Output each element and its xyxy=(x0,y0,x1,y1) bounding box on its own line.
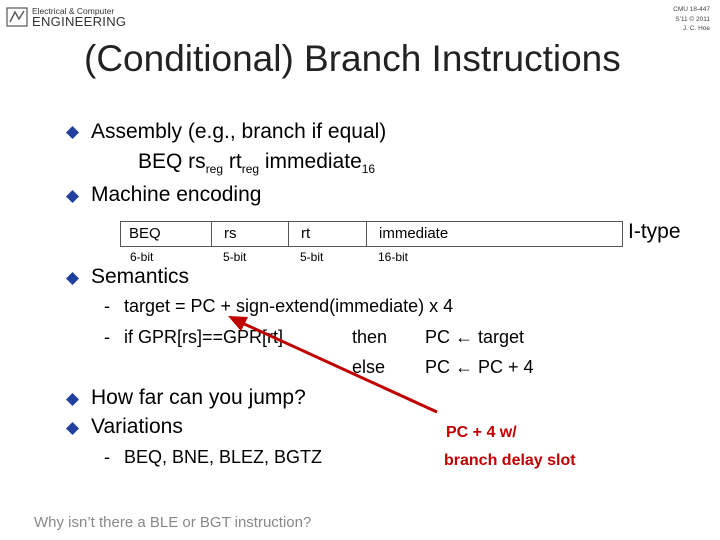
field-rs: rs xyxy=(224,225,237,242)
footer-question: Why isn’t there a BLE or BGT instruction… xyxy=(34,514,312,531)
bullet-diamond-icon xyxy=(66,190,79,203)
delay-slot-note-line1: PC + 4 w/ xyxy=(446,424,517,441)
field-divider xyxy=(288,222,289,246)
logo-mark-icon xyxy=(6,7,28,27)
semantics-then-action: PC ← target xyxy=(425,327,525,347)
course-number: CMU 18-447 xyxy=(673,6,710,13)
bullet-diamond-icon xyxy=(66,272,79,285)
field-opcode: BEQ xyxy=(129,225,161,242)
field-divider xyxy=(211,222,212,246)
asm-rt: rt xyxy=(223,150,242,173)
asm-rs-sub: reg xyxy=(205,162,224,177)
field-immediate: immediate xyxy=(379,225,449,242)
course-term: S'11 © 2011 xyxy=(675,15,710,23)
asm-imm: immediate xyxy=(259,150,362,173)
instruction-format-box: BEQ rs rt immediate xyxy=(120,221,623,247)
bullet-diamond-icon xyxy=(66,126,79,139)
assembly-syntax: BEQ rsreg rtreg immediate16 xyxy=(138,150,375,176)
asm-imm-sub: 16 xyxy=(361,162,376,177)
field-rt-width: 5-bit xyxy=(300,250,324,264)
asm-rt-sub: reg xyxy=(241,162,260,177)
semantics-target: target = PC + sign-extend(immediate) x 4 xyxy=(124,296,454,316)
asm-op: BEQ rs xyxy=(138,150,206,173)
bullet-diamond-icon xyxy=(66,393,79,406)
sub-dash: - xyxy=(104,447,110,467)
logo-line2: ENGINEERING xyxy=(32,14,127,29)
logo-line1: Electrical & Computer xyxy=(32,6,115,16)
bullet-encoding: Machine encoding xyxy=(91,183,262,206)
bullet-semantics: Semantics xyxy=(91,265,190,288)
semantics-else-action: PC ← PC + 4 xyxy=(425,357,534,377)
delay-slot-note-line2: branch delay slot xyxy=(444,452,576,469)
field-rt: rt xyxy=(301,225,311,242)
semantics-else: else xyxy=(352,357,386,377)
variations-list: BEQ, BNE, BLEZ, BGTZ xyxy=(124,447,323,467)
bullet-variations: Variations xyxy=(91,415,183,438)
course-author: J. C. Hoe xyxy=(682,25,710,32)
department-logo: Electrical & Computer ENGINEERING xyxy=(6,6,126,29)
semantics-condition: if GPR[rs]==GPR[rt] xyxy=(124,327,284,347)
field-divider xyxy=(366,222,367,246)
sub-dash: - xyxy=(104,296,110,316)
course-info: CMU 18-447 S'11 © 2011 J. C. Hoe xyxy=(673,5,710,34)
bullet-jump-range: How far can you jump? xyxy=(91,386,306,409)
field-opcode-width: 6-bit xyxy=(130,250,154,264)
field-rs-width: 5-bit xyxy=(223,250,247,264)
bullet-diamond-icon xyxy=(66,422,79,435)
field-immediate-width: 16-bit xyxy=(378,250,409,264)
semantics-then: then xyxy=(352,327,388,347)
bullet-assembly: Assembly (e.g., branch if equal) xyxy=(91,120,387,143)
sub-dash: - xyxy=(104,327,110,347)
format-type-label: I-type xyxy=(628,220,681,243)
slide-title: (Conditional) Branch Instructions xyxy=(84,38,621,79)
